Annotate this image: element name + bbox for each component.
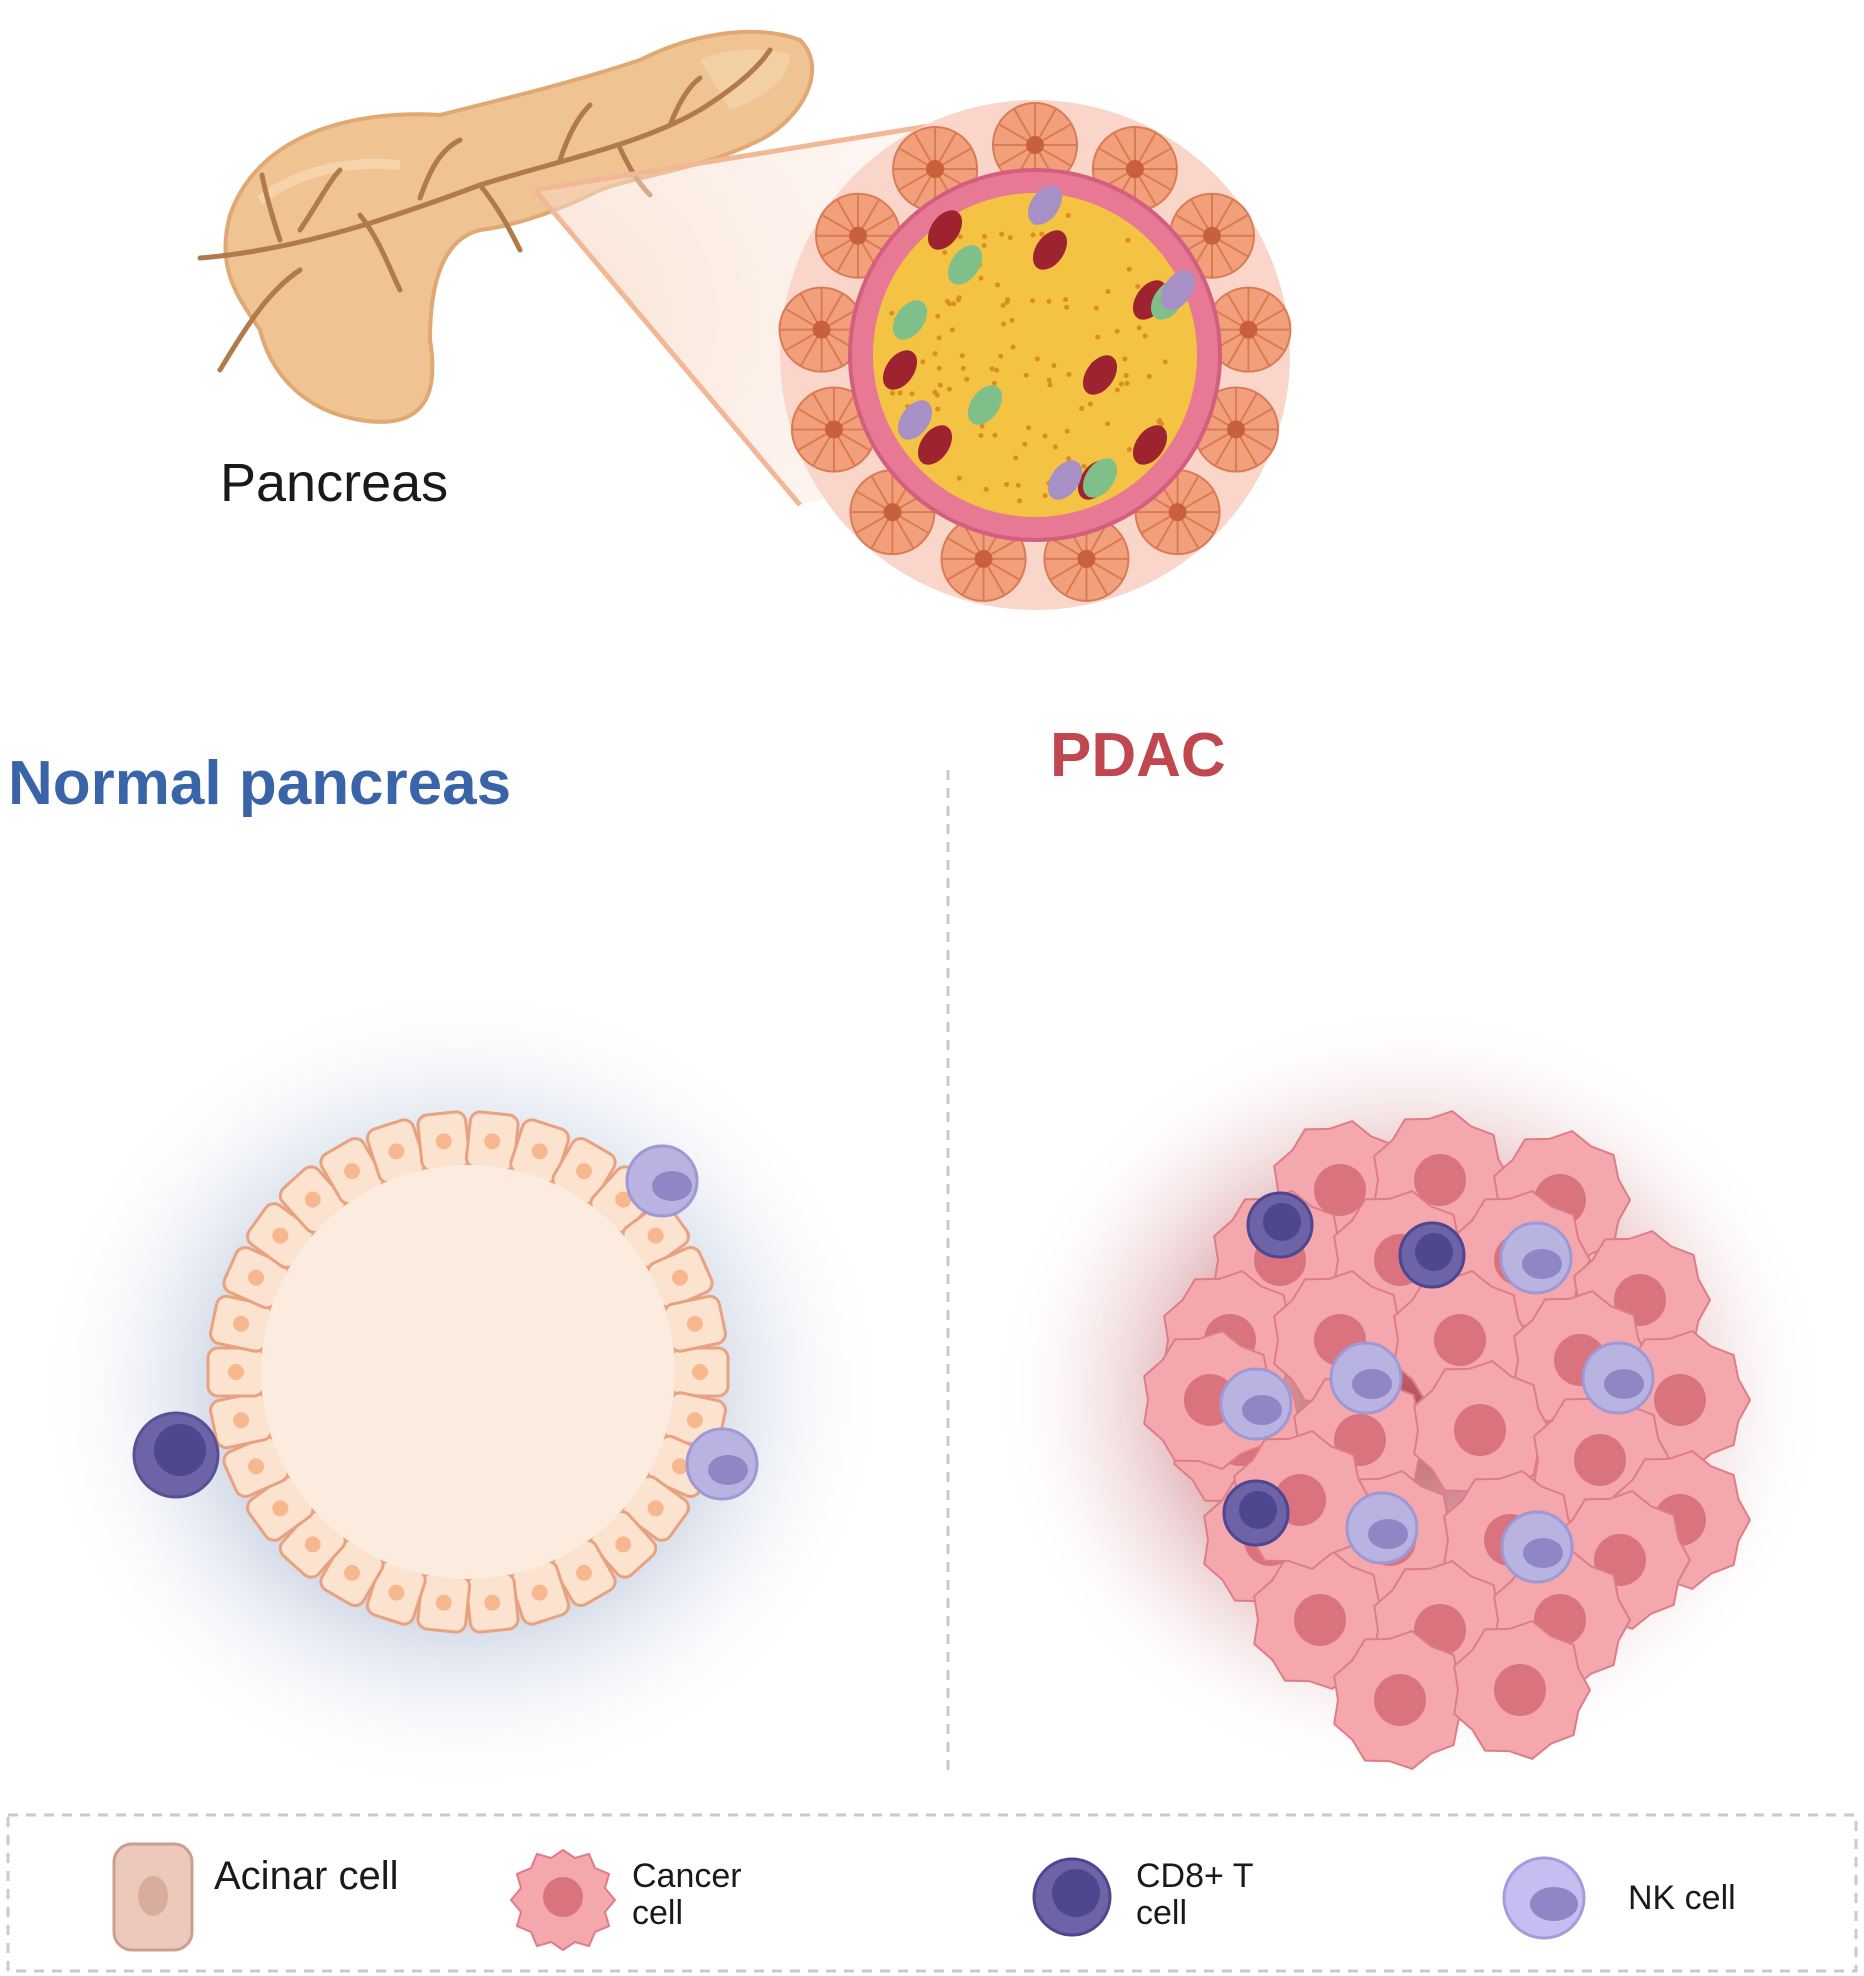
nk-cell: [1500, 1510, 1574, 1584]
legend-label-cancer: Cancer cell: [632, 1857, 742, 1933]
nk-cell: [1581, 1341, 1655, 1415]
nk-cell: [685, 1427, 759, 1501]
legend-label-acinar: Acinar cell: [214, 1854, 399, 1898]
nk-cell: [1329, 1341, 1403, 1415]
acinar-cell: [551, 1136, 617, 1206]
tissue-section: [778, 100, 1292, 610]
cancer-cell: [1453, 1619, 1592, 1761]
cd8-t-cell-icon: [1032, 1857, 1112, 1937]
legend-box: [6, 1813, 1858, 1973]
pdac-immune-cells: [1219, 1191, 1655, 1584]
nk-cell: [625, 1144, 699, 1218]
cancer-cell: [1413, 1359, 1552, 1501]
acinar-cell: [206, 1346, 266, 1398]
cd8-t-cell: [132, 1411, 220, 1499]
acinar-ring: [206, 1110, 730, 1634]
acinar-cell-icon: [112, 1842, 194, 1952]
nk-cell: [1499, 1221, 1573, 1295]
normal-pancreas-illustration: [32, 980, 892, 1800]
nk-cell: [1219, 1367, 1293, 1441]
pdac-illustration: [990, 1005, 1830, 1785]
legend-label-nk: NK cell: [1628, 1879, 1736, 1917]
acinar-cell: [209, 1391, 274, 1450]
zoom-line-top: [534, 122, 936, 193]
nk-cell: [1345, 1491, 1419, 1565]
nk-cell-icon: [1502, 1856, 1586, 1940]
acinus-rosette: [778, 286, 865, 373]
acinus-rosette: [1193, 386, 1280, 473]
cancer-cell-mass: [1143, 1109, 1752, 1771]
cancer-cell-icon: [509, 1848, 617, 1952]
lesion-cells: [882, 185, 1196, 504]
acinar-cell: [464, 1571, 520, 1634]
acinus-rosette: [992, 102, 1078, 188]
pancreas-label: Pancreas: [220, 453, 449, 513]
pdac-title: PDAC: [1050, 721, 1226, 790]
normal-pancreas-title: Normal pancreas: [8, 749, 512, 818]
acinar-cell: [670, 1346, 730, 1398]
cd8-t-cell: [1398, 1221, 1466, 1289]
acinus-rosette: [1205, 286, 1292, 373]
cancer-cell: [1333, 1629, 1472, 1771]
cd8-t-cell: [1222, 1479, 1290, 1547]
acinus-rosette: [790, 386, 877, 473]
pancreas-organ: [197, 29, 815, 424]
legend-label-cd8: CD8+ T cell: [1136, 1857, 1253, 1933]
acinar-cell: [416, 1110, 472, 1173]
cd8-t-cell: [1246, 1191, 1314, 1259]
zoom-line-bottom: [533, 188, 802, 507]
acinar-cell: [278, 1165, 347, 1234]
